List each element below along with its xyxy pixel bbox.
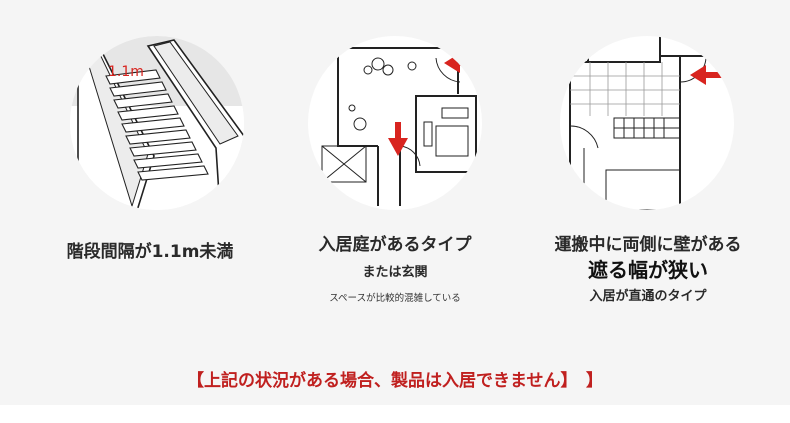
floor-plan-drawing xyxy=(321,47,480,206)
stairs-illustration: 1.1m xyxy=(70,36,244,210)
garden-caption-sub: または玄関 xyxy=(362,265,428,280)
warning-notice: 【上記の状況がある場合、製品は入居できません】 】 xyxy=(187,371,603,391)
corridor-caption-line3: 入居が直通のタイプ xyxy=(589,289,707,304)
garden-caption-note: スペースが比較的混雑している xyxy=(329,293,461,304)
stairs-caption: 階段間隔が1.1m未満 xyxy=(66,242,234,262)
corridor-drawing xyxy=(564,36,728,210)
corridor-illustration xyxy=(560,36,734,210)
garden-caption-main: 入居庭があるタイプ xyxy=(318,235,472,255)
corridor-caption-line1: 運搬中に両側に壁がある xyxy=(554,235,742,255)
width-dimension-label: 1.1m xyxy=(108,64,144,80)
staircase-drawing: 1.1m xyxy=(70,36,244,210)
garden-illustration xyxy=(308,36,482,210)
corridor-caption-line2: 遮る幅が狭い xyxy=(588,258,708,282)
